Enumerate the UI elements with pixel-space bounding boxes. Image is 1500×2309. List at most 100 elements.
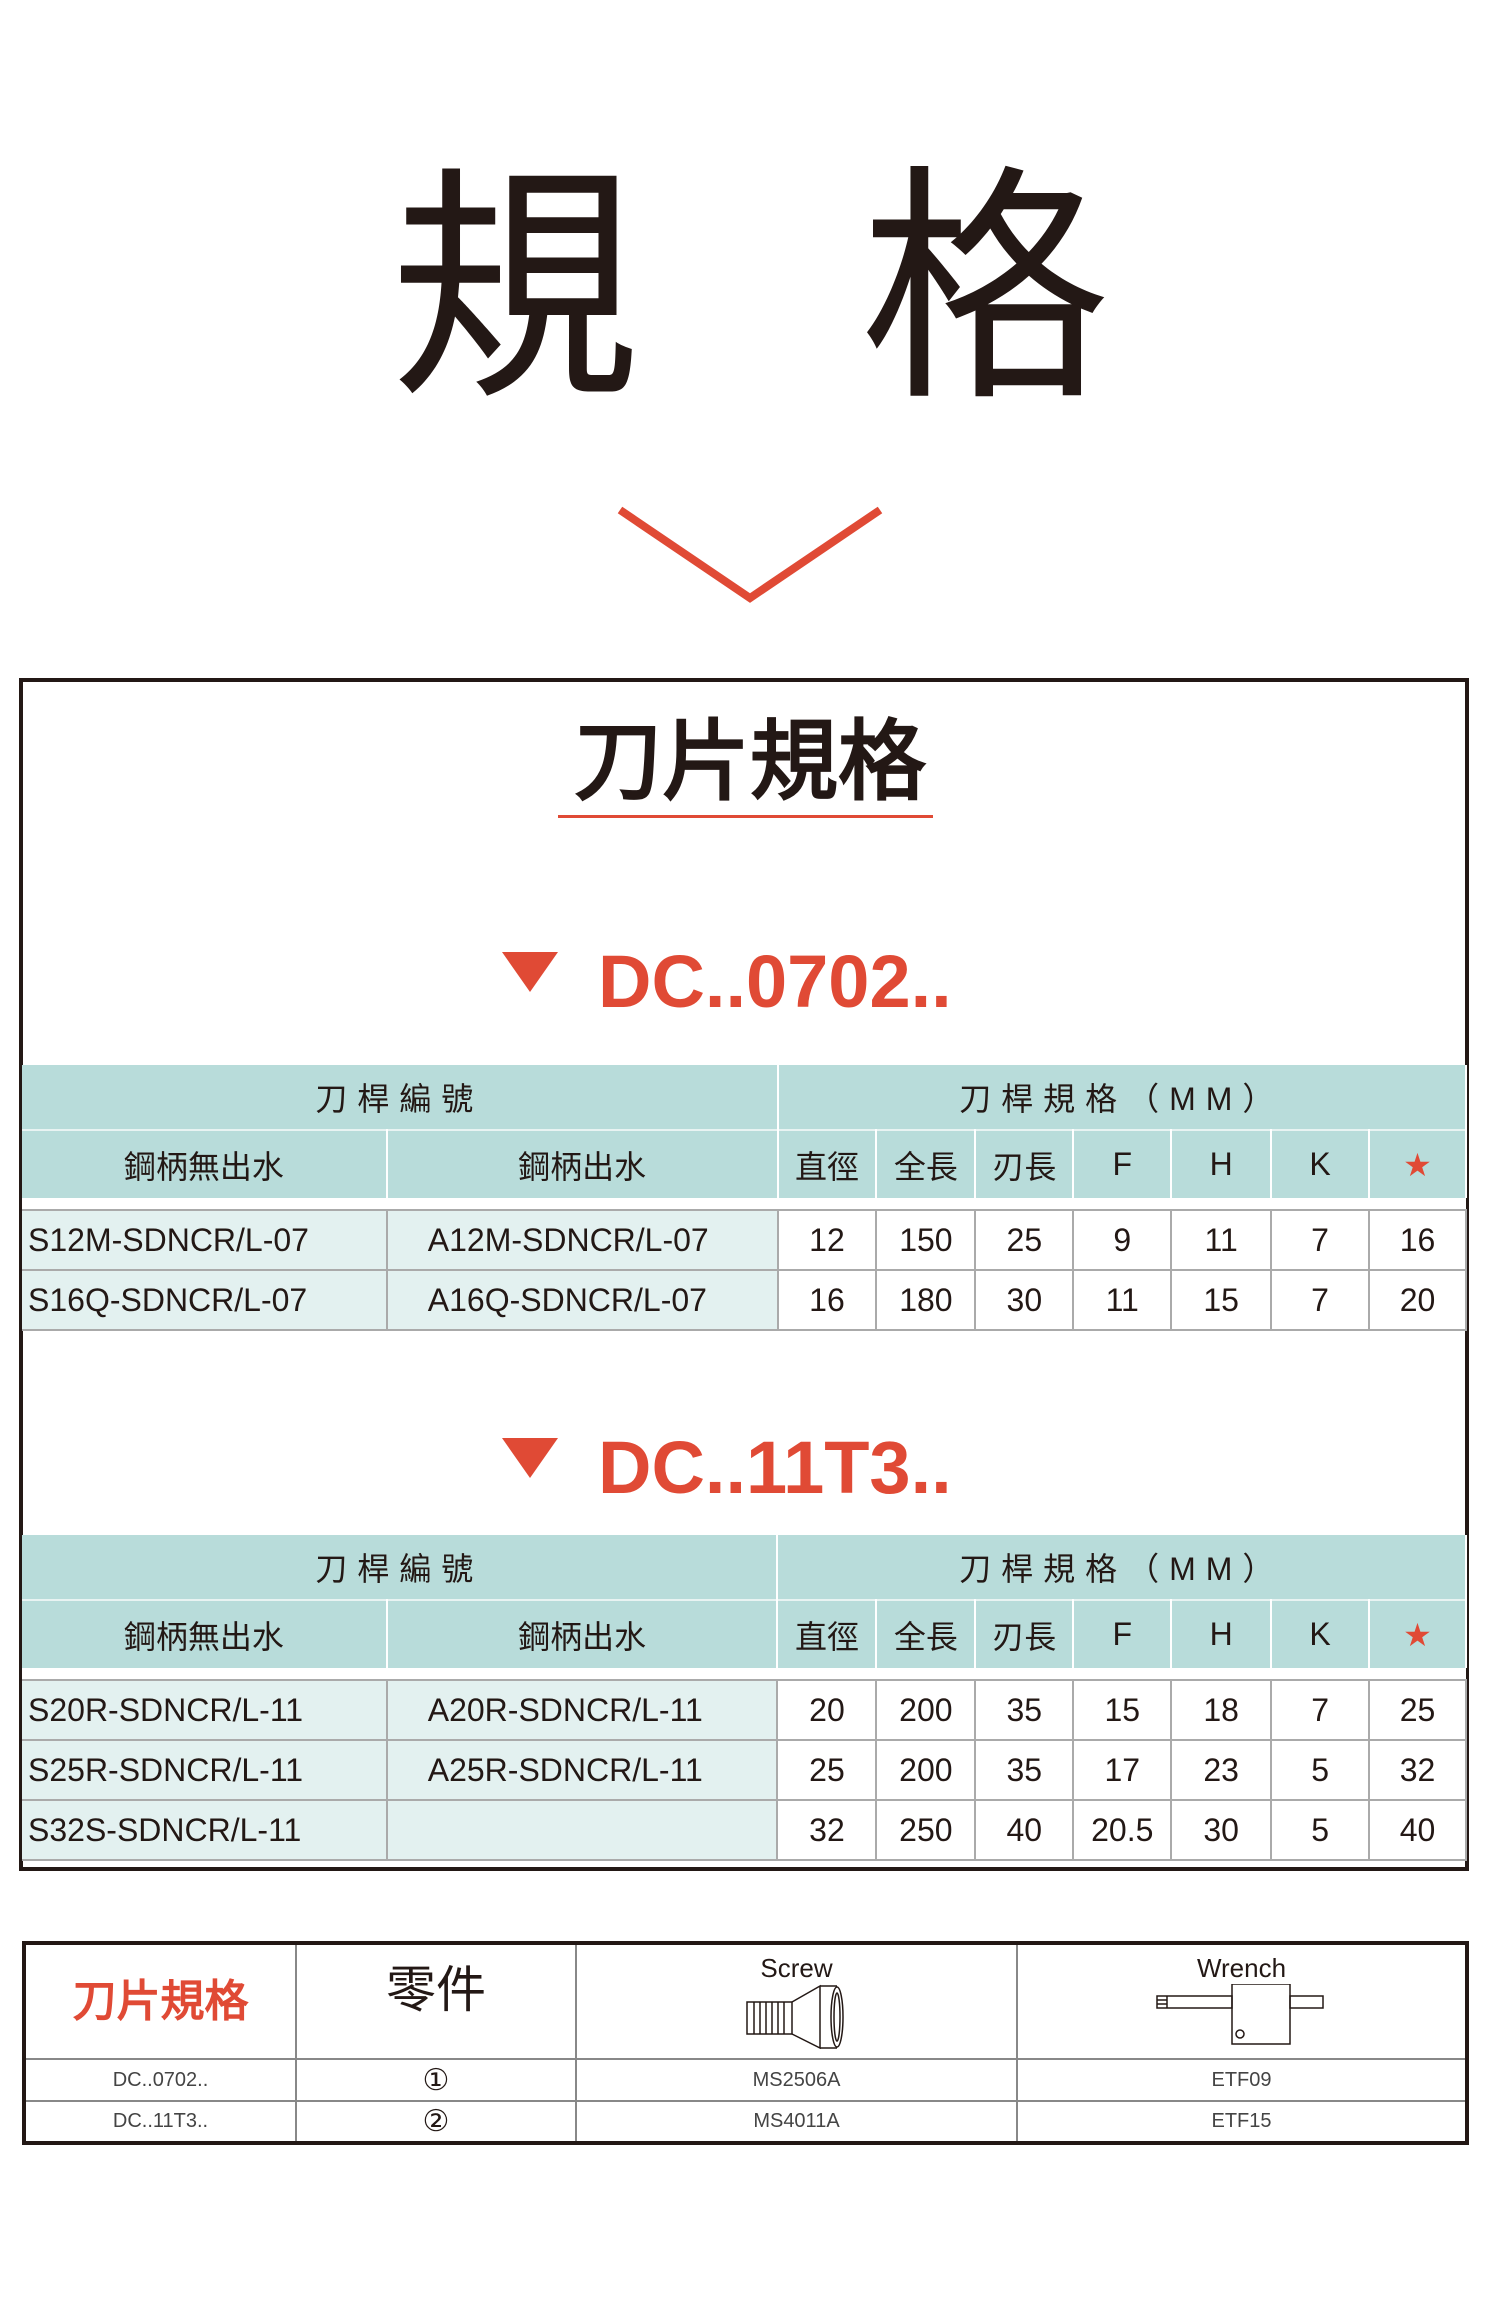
spec-value: 12 [777,1209,878,1271]
holder-code: S16Q-SDNCR/L-07 [22,1269,388,1331]
parts-title-cell: 刀片規格 [23,1942,297,2060]
holder-code [386,1799,779,1861]
parts-label-cell: 零件 [295,1942,577,2060]
header-group-right: 刀桿規格（MM） [777,1065,1467,1130]
holder-code: S25R-SDNCR/L-11 [22,1739,388,1801]
column-header: 直徑 [777,1599,878,1668]
part-number: ① [295,2058,577,2102]
holder-code: S12M-SDNCR/L-07 [22,1209,388,1271]
holder-code: A25R-SDNCR/L-11 [386,1739,779,1801]
holder-code: A16Q-SDNCR/L-07 [386,1269,779,1331]
spec-value: 23 [1171,1739,1273,1801]
section-heading-text: DC..0702.. [598,940,952,1023]
spec-box [19,678,1469,1871]
parts-label: 零件 [386,1962,486,2018]
star-icon: ★ [1369,1129,1467,1198]
column-header: 鋼柄出水 [386,1129,779,1198]
spec-value: 32 [1369,1739,1467,1801]
section-heading: DC..0702.. [0,942,1500,1022]
column-header: 刃長 [975,1129,1075,1198]
star-icon: ★ [1369,1599,1467,1668]
title-char: 規 [390,144,640,435]
holder-code: S32S-SDNCR/L-11 [22,1799,388,1861]
spec-value: 15 [1171,1269,1273,1331]
spec-value: 32 [777,1799,878,1861]
holder-code: A12M-SDNCR/L-07 [386,1209,779,1271]
screw-icon [745,1984,844,2050]
spacer [22,1198,1466,1210]
spec-value: 180 [876,1269,977,1331]
spacer [22,1668,1466,1680]
spec-value: 25 [1369,1679,1467,1741]
column-header: 鋼柄出水 [386,1599,779,1668]
parts-title: 刀片規格 [72,1977,249,2026]
spec-value: 40 [975,1799,1075,1861]
header-group-left: 刀桿編號 [22,1065,779,1130]
spec-value: 16 [777,1269,878,1331]
spacer-row [22,1668,1466,1680]
spec-value: 15 [1073,1679,1173,1741]
column-header: 鋼柄無出水 [22,1599,388,1668]
insert-spec: DC..0702.. [23,2058,297,2102]
column-header: K [1271,1599,1371,1668]
wrench-icon [1155,1983,1324,2045]
column-header: F [1073,1129,1173,1198]
section-heading-text: DC..11T3.. [598,1426,952,1509]
spec-value: 25 [975,1209,1075,1271]
spec-value: 30 [975,1269,1075,1331]
spec-value: 150 [876,1209,977,1271]
spec-value: 20.5 [1073,1799,1173,1861]
spec-value: 17 [1073,1739,1173,1801]
column-header: K [1271,1129,1371,1198]
spec-value: 30 [1171,1799,1273,1861]
spec-value: 25 [777,1739,878,1801]
spec-value: 5 [1271,1799,1371,1861]
chevron-down-icon [617,506,883,603]
spec-value: 7 [1271,1679,1371,1741]
spec-value: 35 [975,1739,1075,1801]
column-header: H [1171,1599,1273,1668]
part-number: ② [295,2100,577,2144]
column-header: F [1073,1599,1173,1668]
title-underline [558,815,933,818]
insert-spec: DC..11T3.. [23,2100,297,2144]
header-group-left: 刀桿編號 [22,1535,779,1600]
column-header: 直徑 [777,1129,878,1198]
spec-value: 7 [1271,1209,1371,1271]
spec-value: 200 [876,1739,977,1801]
wrench-code: ETF15 [1016,2100,1468,2144]
section-title: 刀片規格 [573,710,926,813]
screw-code: MS2506A [575,2058,1018,2102]
spec-value: 40 [1369,1799,1467,1861]
screw-cell: Screw [575,1942,1018,2060]
screw-label: Screw [760,1953,833,1983]
header-group-row: 刀桿編號刀桿規格（MM） [22,1535,1467,1600]
wrench-code: ETF09 [1016,2058,1468,2102]
spec-value: 11 [1171,1209,1273,1271]
column-header: H [1171,1129,1273,1198]
spec-value: 11 [1073,1269,1173,1331]
spec-value: 16 [1369,1209,1467,1271]
page-title: 規格 [0,150,1500,430]
header-group-right: 刀桿規格（MM） [777,1535,1467,1600]
spec-value: 5 [1271,1739,1371,1801]
header-group-row: 刀桿編號刀桿規格（MM） [22,1065,1467,1130]
spec-value: 9 [1073,1209,1173,1271]
triangle-down-icon [502,1438,558,1478]
triangle-down-icon [502,952,558,992]
column-header: 鋼柄無出水 [22,1129,388,1198]
spec-value: 20 [1369,1269,1467,1331]
spacer-row [22,1198,1466,1210]
section-heading: DC..11T3.. [0,1428,1500,1508]
screw-code: MS4011A [575,2100,1018,2144]
